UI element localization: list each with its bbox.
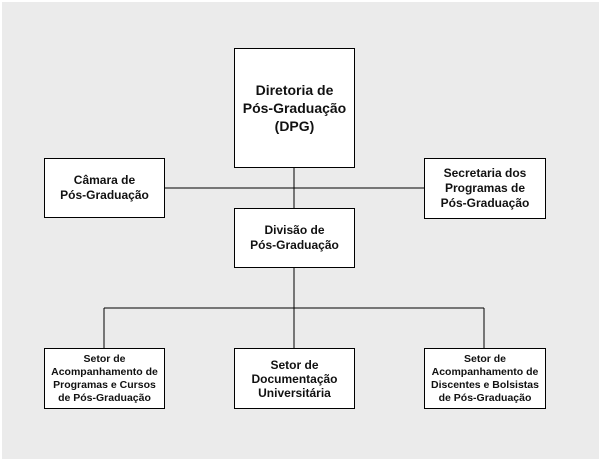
- node-setor-documentacao: Setor de Documentação Universitária: [234, 348, 355, 409]
- node-secretaria-label: Secretaria dos Programas de Pós-Graduaçã…: [440, 166, 530, 210]
- node-diretoria: Diretoria de Pós-Graduação (DPG): [234, 48, 355, 168]
- node-camara-label: Câmara de Pós-Graduação: [60, 173, 149, 202]
- node-setor-documentacao-label: Setor de Documentação Universitária: [251, 357, 338, 400]
- node-divisao-label: Divisão de Pós-Graduação: [250, 223, 339, 252]
- node-diretoria-label: Diretoria de Pós-Graduação (DPG): [242, 82, 347, 134]
- node-camara: Câmara de Pós-Graduação: [44, 158, 165, 218]
- node-setor-discentes: Setor de Acompanhamento de Discentes e B…: [424, 348, 546, 409]
- node-setor-discentes-label: Setor de Acompanhamento de Discentes e B…: [431, 352, 539, 404]
- node-divisao: Divisão de Pós-Graduação: [234, 208, 355, 268]
- node-setor-programas: Setor de Acompanhamento de Programas e C…: [44, 348, 165, 409]
- node-setor-programas-label: Setor de Acompanhamento de Programas e C…: [51, 352, 158, 404]
- node-secretaria: Secretaria dos Programas de Pós-Graduaçã…: [424, 158, 546, 219]
